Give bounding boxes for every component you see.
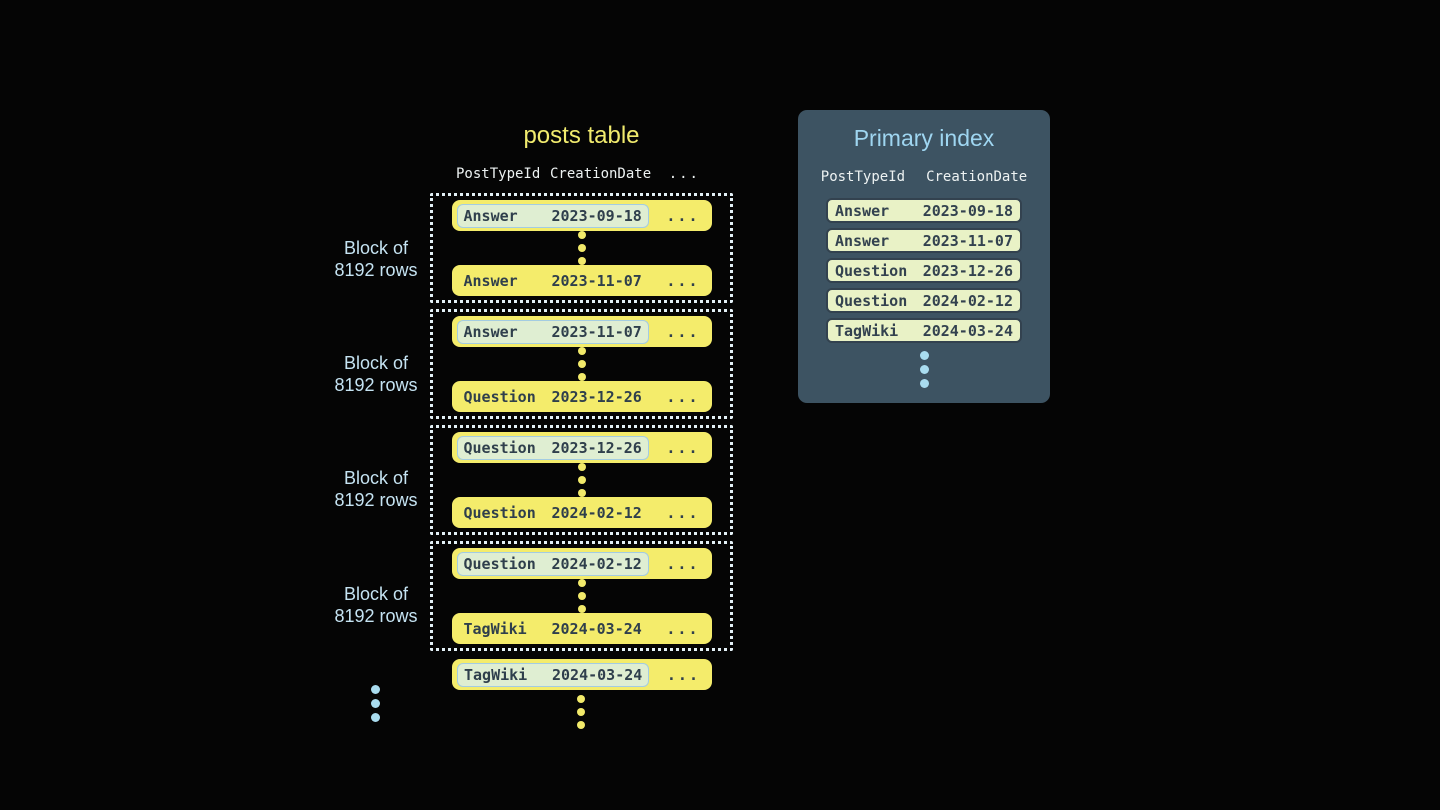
table-row: Question 2024-02-12 ...: [451, 548, 712, 579]
column-header-creationdate: CreationDate: [926, 169, 1028, 185]
post-type-cell: TagWiki: [464, 665, 528, 684]
table-row: Question 2023-12-26 ...: [451, 432, 712, 463]
block-label-line2: 8192 rows: [334, 489, 418, 510]
row-ellipsis: ...: [666, 387, 700, 406]
table-row: Answer 2023-11-07 ...: [451, 316, 712, 347]
creation-date-cell: 2024-02-12: [551, 503, 642, 522]
creation-date-cell: 2023-09-18: [551, 206, 642, 225]
creation-date-cell: 2024-02-12: [551, 554, 642, 573]
vertical-ellipsis-icon: [577, 463, 586, 497]
row-ellipsis: ...: [666, 554, 700, 573]
row-fields: Question 2024-02-12: [457, 501, 649, 525]
post-type-cell: Answer: [835, 201, 890, 220]
row-ellipsis: ...: [666, 271, 700, 290]
creation-date-cell: 2023-12-26: [551, 438, 642, 457]
index-entry: Answer 2023-11-07: [826, 228, 1022, 253]
primary-index-entries: Answer 2023-09-18 Answer 2023-11-07 Ques…: [826, 198, 1022, 343]
block-label-2: Block of 8192 rows: [306, 353, 446, 396]
more-blocks-ellipsis-icon: [371, 685, 380, 722]
row-block-2: Answer 2023-11-07 ... Question 2023-12-2…: [430, 309, 733, 419]
block-label-line1: Block of: [343, 584, 409, 604]
post-type-cell: Question: [463, 554, 536, 573]
creation-date-cell: 2023-11-07: [551, 271, 642, 290]
block-label-3: Block of 8192 rows: [306, 468, 446, 511]
post-type-cell: Question: [463, 387, 536, 406]
block-label-line2: 8192 rows: [334, 374, 418, 395]
indexed-row-highlight: Answer 2023-11-07: [456, 319, 649, 344]
row-ellipsis: ...: [666, 503, 700, 522]
block-label-1: Block of 8192 rows: [306, 238, 446, 281]
table-row: TagWiki 2024-03-24 ...: [451, 613, 712, 644]
creation-date-cell: 2024-03-24: [922, 321, 1013, 340]
indexed-row-highlight: Answer 2023-09-18: [456, 203, 649, 228]
posts-table-column-headers: PostTypeId CreationDate ...: [452, 166, 712, 182]
creation-date-cell: 2023-12-26: [922, 261, 1013, 280]
block-label-line1: Block of: [343, 468, 409, 488]
post-type-cell: Question: [835, 291, 908, 310]
indexed-row-highlight: Question 2023-12-26: [456, 435, 649, 460]
row-block-3: Question 2023-12-26 ... Question 2024-02…: [430, 425, 733, 535]
block-label-line2: 8192 rows: [334, 605, 418, 626]
creation-date-cell: 2023-11-07: [551, 322, 642, 341]
creation-date-cell: 2024-03-24: [551, 619, 642, 638]
more-index-entries-ellipsis-icon: [919, 351, 929, 388]
indexed-row-highlight: TagWiki 2024-03-24: [457, 662, 650, 687]
table-row-next-block-start: TagWiki 2024-03-24 ...: [452, 659, 712, 690]
post-type-cell: TagWiki: [835, 321, 899, 340]
primary-index-column-headers: PostTypeId CreationDate: [821, 169, 1027, 185]
block-label-line1: Block of: [343, 238, 409, 258]
creation-date-cell: 2023-11-07: [922, 231, 1013, 250]
row-fields: Answer 2023-11-07: [457, 269, 649, 293]
row-ellipsis: ...: [666, 206, 700, 225]
block-label-line1: Block of: [343, 353, 409, 373]
vertical-ellipsis-icon: [577, 231, 586, 265]
column-header-creationdate: CreationDate: [550, 166, 652, 182]
post-type-cell: Question: [463, 438, 536, 457]
table-row: Answer 2023-11-07 ...: [451, 265, 712, 296]
row-fields: TagWiki 2024-03-24: [457, 617, 649, 641]
creation-date-cell: 2023-12-26: [551, 387, 642, 406]
creation-date-cell: 2023-09-18: [922, 201, 1013, 220]
index-entry: Question 2023-12-26: [826, 258, 1022, 283]
creation-date-cell: 2024-02-12: [922, 291, 1013, 310]
index-entry: Answer 2023-09-18: [826, 198, 1022, 223]
row-block-1: Answer 2023-09-18 ... Answer 2023-11-07 …: [430, 193, 733, 303]
primary-index-panel: Primary index PostTypeId CreationDate An…: [798, 110, 1050, 403]
index-entry: TagWiki 2024-03-24: [826, 318, 1022, 343]
vertical-ellipsis-icon: [577, 579, 586, 613]
row-ellipsis: ...: [666, 665, 700, 684]
more-rows-ellipsis-icon: [577, 695, 585, 729]
row-ellipsis: ...: [666, 438, 700, 457]
block-label-line2: 8192 rows: [334, 259, 418, 280]
indexed-row-highlight: Question 2024-02-12: [456, 551, 649, 576]
block-label-4: Block of 8192 rows: [306, 584, 446, 627]
creation-date-cell: 2024-03-24: [552, 665, 643, 684]
row-ellipsis: ...: [666, 322, 700, 341]
column-header-posttypeid: PostTypeId: [456, 166, 541, 182]
index-entry: Question 2024-02-12: [826, 288, 1022, 313]
row-block-4: Question 2024-02-12 ... TagWiki 2024-03-…: [430, 541, 733, 651]
post-type-cell: Answer: [463, 206, 518, 225]
post-type-cell: Answer: [463, 322, 518, 341]
post-type-cell: Answer: [463, 271, 518, 290]
column-header-posttypeid: PostTypeId: [820, 169, 906, 185]
row-fields: Question 2023-12-26: [457, 385, 649, 409]
post-type-cell: Question: [463, 503, 536, 522]
post-type-cell: TagWiki: [463, 619, 527, 638]
primary-index-title: Primary index: [853, 125, 995, 151]
vertical-ellipsis-icon: [577, 347, 586, 381]
row-ellipsis: ...: [666, 619, 700, 638]
table-row: Question 2024-02-12 ...: [451, 497, 712, 528]
post-type-cell: Question: [835, 261, 908, 280]
table-row: Answer 2023-09-18 ...: [451, 200, 712, 231]
posts-table-title: posts table: [523, 122, 640, 149]
table-row: Question 2023-12-26 ...: [451, 381, 712, 412]
column-header-ellipsis: ...: [668, 166, 700, 182]
post-type-cell: Answer: [835, 231, 890, 250]
